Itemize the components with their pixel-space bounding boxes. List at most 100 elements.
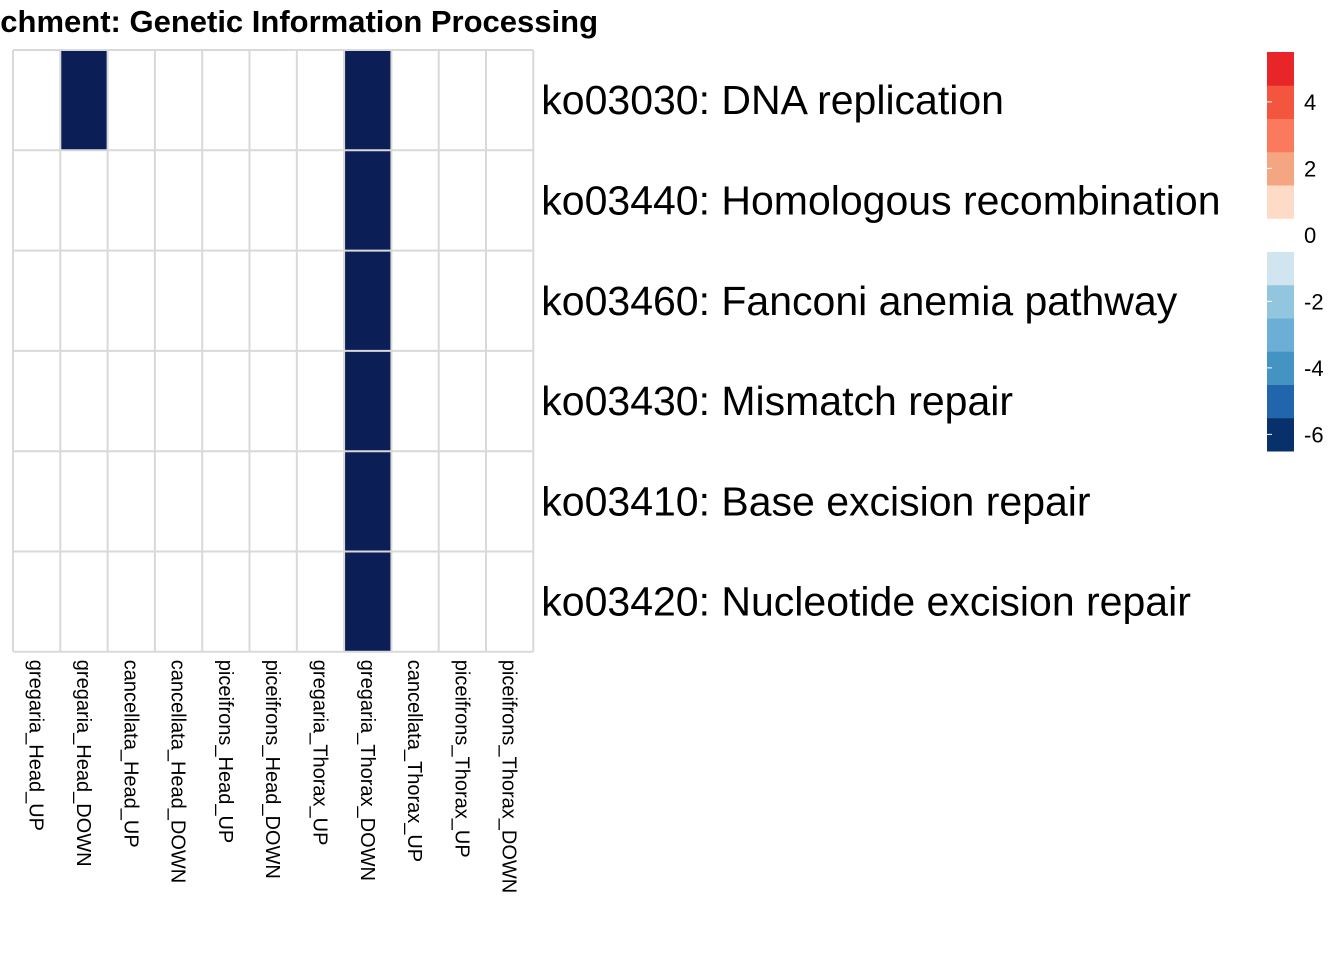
heatmap-cell xyxy=(249,50,297,151)
heatmap-cell xyxy=(296,451,345,552)
heatmap-cell xyxy=(13,551,61,652)
column-label: cancellata_Head_UP xyxy=(119,660,141,848)
column-label: piceifrons_Head_UP xyxy=(214,660,236,843)
row-label: ko03030: DNA replication xyxy=(541,77,1004,123)
heatmap-cell xyxy=(60,551,108,652)
column-label: gregaria_Head_UP xyxy=(25,660,47,831)
heatmap-cell xyxy=(13,50,61,151)
color-legend: 4 2 0 -2 -4 -6 xyxy=(1267,52,1324,452)
heatmap-cell xyxy=(107,250,155,351)
heatmap-cell xyxy=(486,150,534,251)
row-labels: ko03030: DNA replication ko03440: Homolog… xyxy=(541,77,1220,625)
legend-color-swatch xyxy=(1267,52,1294,86)
heatmap-cell xyxy=(296,350,345,452)
row-label: ko03460: Fanconi anemia pathway xyxy=(541,278,1177,324)
chart-title: Enrichment: Genetic Information Processi… xyxy=(0,4,598,39)
heatmap-cell xyxy=(154,551,203,652)
legend-color-swatch xyxy=(1267,251,1294,286)
heatmap-cell xyxy=(438,551,486,652)
heatmap-cell xyxy=(202,350,250,452)
heatmap-cell xyxy=(60,50,108,151)
heatmap-cell xyxy=(107,451,155,552)
heatmap-cell xyxy=(391,551,439,652)
heatmap-cell xyxy=(202,250,250,351)
heatmap-cell xyxy=(202,150,250,251)
row-label: ko03430: Mismatch repair xyxy=(541,378,1013,424)
heatmap-cell xyxy=(344,50,392,151)
heatmap-cell xyxy=(249,250,297,351)
heatmap-cell xyxy=(60,250,108,351)
heatmap-cell xyxy=(486,551,534,652)
heatmap-cell xyxy=(391,350,439,452)
heatmap-cell xyxy=(344,150,392,251)
legend-tick-label: 0 xyxy=(1304,223,1316,248)
heatmap-grid xyxy=(12,49,535,653)
heatmap-cell xyxy=(60,451,108,552)
heatmap-cell xyxy=(107,551,155,652)
heatmap-cell xyxy=(391,250,439,351)
heatmap-cell xyxy=(344,250,392,351)
heatmap-cell xyxy=(107,150,155,251)
heatmap-cell xyxy=(60,350,108,452)
legend-tick-label: 4 xyxy=(1304,90,1316,115)
heatmap-cell xyxy=(344,350,392,452)
heatmap-cell xyxy=(202,451,250,552)
heatmap-cell xyxy=(249,350,297,452)
row-label: ko03440: Homologous recombination xyxy=(541,177,1220,223)
legend-tick-label: -6 xyxy=(1304,422,1324,447)
heatmap-cell xyxy=(296,50,345,151)
heatmap-cell xyxy=(13,350,61,452)
heatmap-cell xyxy=(107,350,155,452)
row-label: ko03420: Nucleotide excision repair xyxy=(541,579,1191,625)
heatmap-cell xyxy=(154,250,203,351)
heatmap-cell xyxy=(486,50,534,151)
legend-tick-label: -2 xyxy=(1304,289,1324,314)
heatmap-cell xyxy=(13,451,61,552)
column-label: gregaria_Head_DOWN xyxy=(72,660,94,867)
row-label: ko03410: Base excision repair xyxy=(541,478,1090,524)
column-label: gregaria_Thorax_UP xyxy=(308,660,330,846)
heatmap-cell xyxy=(391,451,439,552)
heatmap-cell xyxy=(13,250,61,351)
heatmap-cell xyxy=(60,150,108,251)
heatmap-cell xyxy=(249,451,297,552)
heatmap-cell xyxy=(486,250,534,351)
heatmap-cell xyxy=(438,250,486,351)
legend-tick-label: -4 xyxy=(1304,356,1324,381)
heatmap-cell xyxy=(438,50,486,151)
heatmap-cell xyxy=(154,50,203,151)
column-label: piceifrons_Thorax_DOWN xyxy=(498,660,520,893)
column-label: piceifrons_Head_DOWN xyxy=(261,660,283,879)
heatmap-cell xyxy=(344,551,392,652)
heatmap-cell xyxy=(249,551,297,652)
legend-tick-label: 2 xyxy=(1304,156,1316,181)
heatmap-cells xyxy=(13,50,534,652)
heatmap-cell xyxy=(154,451,203,552)
legend-color-swatch xyxy=(1267,185,1294,219)
column-label: cancellata_Thorax_UP xyxy=(403,660,425,862)
legend-color-swatch xyxy=(1267,318,1294,352)
legend-color-swatch xyxy=(1267,118,1294,153)
column-label: piceifrons_Thorax_UP xyxy=(450,660,472,858)
heatmap-cell xyxy=(344,451,392,552)
heatmap-cell xyxy=(438,451,486,552)
column-labels: gregaria_Head_UP gregaria_Head_DOWN cancel… xyxy=(25,660,520,893)
heatmap-cell xyxy=(13,150,61,251)
heatmap-cell xyxy=(296,250,345,351)
heatmap-cell xyxy=(202,50,250,151)
heatmap-cell xyxy=(391,150,439,251)
heatmap-cell xyxy=(438,150,486,251)
legend-color-swatch xyxy=(1267,384,1294,419)
heatmap-cell xyxy=(154,350,203,452)
heatmap-cell xyxy=(154,150,203,251)
heatmap-cell xyxy=(107,50,155,151)
heatmap-cell xyxy=(486,350,534,452)
heatmap-cell xyxy=(438,350,486,452)
heatmap-cell xyxy=(486,451,534,552)
heatmap-cell xyxy=(296,551,345,652)
heatmap-cell xyxy=(202,551,250,652)
heatmap-cell xyxy=(296,150,345,251)
heatmap-cell xyxy=(249,150,297,251)
column-label: cancellata_Head_DOWN xyxy=(167,660,189,883)
